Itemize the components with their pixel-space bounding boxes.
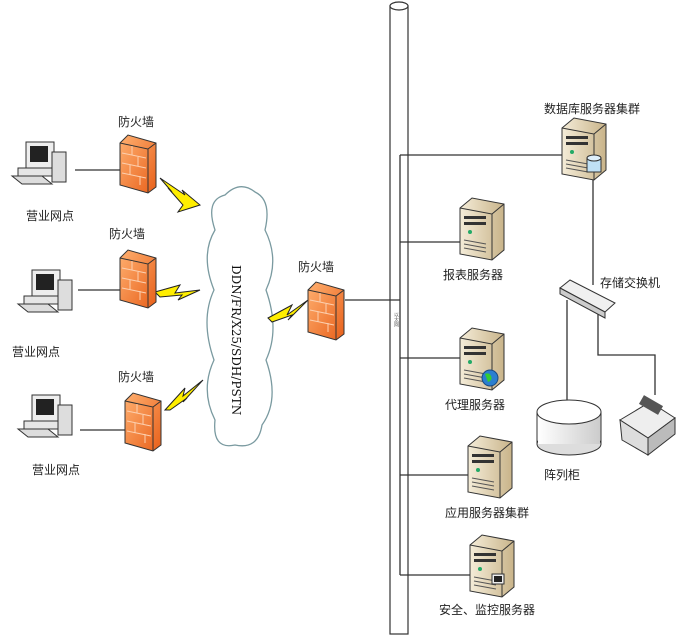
firewall-label: 防火墙 <box>109 226 145 241</box>
pc-icon <box>17 394 73 438</box>
storage-switch: 存储交换机 <box>559 275 660 319</box>
security-server: 安全、监控服务器 <box>439 534 535 617</box>
lightning-icon <box>154 284 201 301</box>
wan-cloud: DDN/FR/X25/SDH/PSTN <box>206 186 274 447</box>
firewall-label: 防火墙 <box>118 114 154 129</box>
ethernet-backbone: 以太网 <box>389 1 409 635</box>
storage-switch-label: 存储交换机 <box>600 275 660 290</box>
monitor-icon <box>491 573 505 585</box>
firewall-icon <box>124 392 162 452</box>
branch-site-2: 营业网点 防火墙 <box>12 226 157 359</box>
report-server-label: 报表服务器 <box>443 267 503 282</box>
server-cluster-icon <box>467 435 513 499</box>
switch-icon <box>559 279 616 319</box>
database-icon <box>586 154 602 173</box>
firewall-icon <box>307 281 345 341</box>
branch-label: 营业网点 <box>26 209 74 223</box>
disk-array-icon <box>536 399 602 456</box>
report-server: 报表服务器 <box>443 197 505 282</box>
wan-cloud-label: DDN/FR/X25/SDH/PSTN <box>229 265 243 415</box>
proxy-server-label: 代理服务器 <box>445 397 505 412</box>
branch-label: 营业网点 <box>12 345 60 359</box>
proxy-server: 代理服务器 <box>445 327 505 412</box>
server-icon <box>469 534 515 598</box>
connections <box>75 154 656 576</box>
lightning-icons <box>154 177 309 411</box>
firewall-icon <box>119 134 157 194</box>
lightning-icon <box>163 379 204 411</box>
server-icon <box>459 197 505 261</box>
app-cluster-label: 应用服务器集群 <box>445 505 529 520</box>
printer <box>619 395 676 457</box>
pc-icon <box>11 141 67 185</box>
firewall-label: 防火墙 <box>298 259 334 274</box>
lightning-icon <box>159 177 202 213</box>
disk-array-label: 阵列柜 <box>544 468 580 482</box>
printer-icon <box>619 395 676 457</box>
lightning-icon <box>267 299 309 323</box>
branch-label: 营业网点 <box>32 463 80 477</box>
central-firewall: 防火墙 <box>298 259 345 341</box>
pc-icon <box>17 269 73 313</box>
security-server-label: 安全、监控服务器 <box>439 602 535 617</box>
disk-array: 阵列柜 <box>536 399 602 482</box>
database-cluster-label: 数据库服务器集群 <box>544 101 640 116</box>
firewall-label: 防火墙 <box>118 369 154 384</box>
firewall-icon <box>119 249 157 309</box>
branch-site-3: 营业网点 防火墙 <box>17 369 162 477</box>
bus-label: 以太网 <box>393 312 399 328</box>
app-server-cluster: 应用服务器集群 <box>445 435 529 520</box>
branch-site-1: 营业网点 防火墙 <box>11 114 157 223</box>
database-cluster: 数据库服务器集群 <box>544 101 640 181</box>
